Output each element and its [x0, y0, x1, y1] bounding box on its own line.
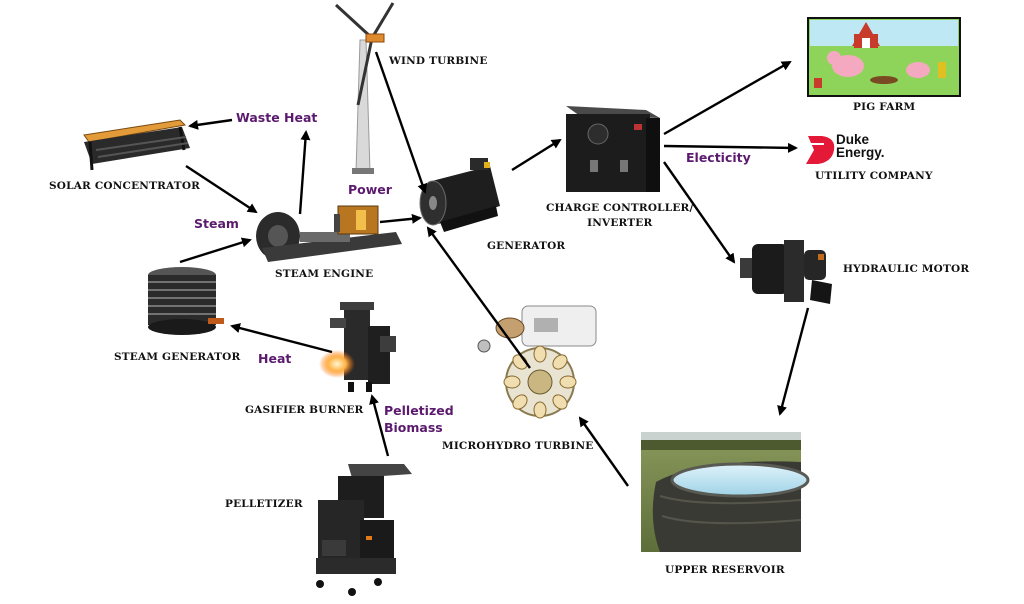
duke-energy-wordmark-line2: Energy.: [836, 145, 885, 160]
steam-generator-icon: [148, 267, 224, 335]
label-upper-reservoir: UPPER RESERVOIR: [665, 564, 785, 576]
wind-turbine-icon: [334, 2, 395, 174]
hydraulic-motor-icon: [740, 240, 832, 304]
arrow-generator-to-controller: [511, 138, 562, 172]
label-charge-controller-line2: INVERTER: [587, 217, 653, 229]
label-charge-controller: CHARGE CONTROLLER/ INVERTER: [546, 201, 694, 231]
arrow-solar-to-engine: [185, 164, 258, 214]
arrow-steamgen-to-engine: [179, 237, 252, 264]
solar-concentrator-icon: [83, 119, 190, 171]
flow-label-pelletized-line2: Biomass: [384, 420, 443, 435]
microhydro-turbine-icon: [477, 305, 597, 419]
flow-label-pelletized-line1: Pelletized: [384, 403, 454, 418]
label-steam-generator: STEAM GENERATOR: [114, 351, 241, 363]
label-gasifier-burner: GASIFIER BURNER: [245, 404, 364, 416]
steam-engine-icon: [256, 205, 402, 262]
arrow-pelletizer-to-burner: [369, 394, 390, 457]
label-charge-controller-line1: CHARGE CONTROLLER/: [546, 202, 694, 214]
gasifier-burner-icon: [319, 302, 396, 392]
arrow-controller-to-motor: [663, 161, 736, 264]
label-generator: GENERATOR: [487, 240, 566, 252]
pig-farm-icon: [807, 17, 961, 97]
flow-label-steam: Steam: [194, 216, 239, 231]
label-utility-company: UTILITY COMPANY: [815, 170, 933, 182]
pelletizer-icon: [316, 464, 412, 596]
arrow-engine-to-waste-heat: [298, 130, 311, 215]
label-wind-turbine: WIND TURBINE: [389, 55, 488, 67]
label-pelletizer: PELLETIZER: [225, 498, 303, 510]
label-steam-engine: STEAM ENGINE: [275, 268, 374, 280]
label-solar-concentrator: SOLAR CONCENTRATOR: [49, 180, 201, 192]
duke-energy-wordmark: Duke Energy.: [836, 132, 885, 160]
arrow-reservoir-to-turbine: [578, 416, 629, 487]
flow-label-pelletized-biomass: Pelletized Biomass: [384, 402, 454, 436]
arrow-to-solar-waste-heat: [188, 118, 233, 130]
arrow-controller-to-utility: [663, 142, 798, 153]
upper-reservoir-icon: [641, 432, 810, 552]
arrow-engine-to-generator: [379, 213, 422, 224]
flow-arrows: [179, 51, 810, 487]
duke-energy-logo: Duke Energy.: [806, 132, 916, 164]
duke-energy-logo-icon: [806, 136, 835, 164]
label-hydraulic-motor: HYDRAULIC MOTOR: [843, 263, 970, 275]
arrow-burner-to-steamgen: [230, 323, 333, 354]
charge-controller-icon: [566, 106, 660, 192]
generator-icon: [419, 158, 500, 232]
flow-label-heat: Heat: [258, 351, 292, 366]
arrow-turbine-to-generator: [426, 226, 531, 369]
flow-label-electricity: Electicity: [686, 150, 751, 165]
arrow-wind-to-generator: [374, 51, 428, 194]
arrow-motor-to-reservoir: [777, 307, 810, 416]
label-pig-farm: PIG FARM: [853, 101, 916, 113]
flow-label-power: Power: [348, 182, 392, 197]
arrow-controller-to-pigfarm: [663, 60, 792, 136]
duke-energy-wordmark-line1: Duke: [836, 132, 870, 147]
flow-label-waste-heat: Waste Heat: [236, 110, 318, 125]
label-microhydro-turbine: MICROHYDRO TURBINE: [442, 440, 594, 452]
